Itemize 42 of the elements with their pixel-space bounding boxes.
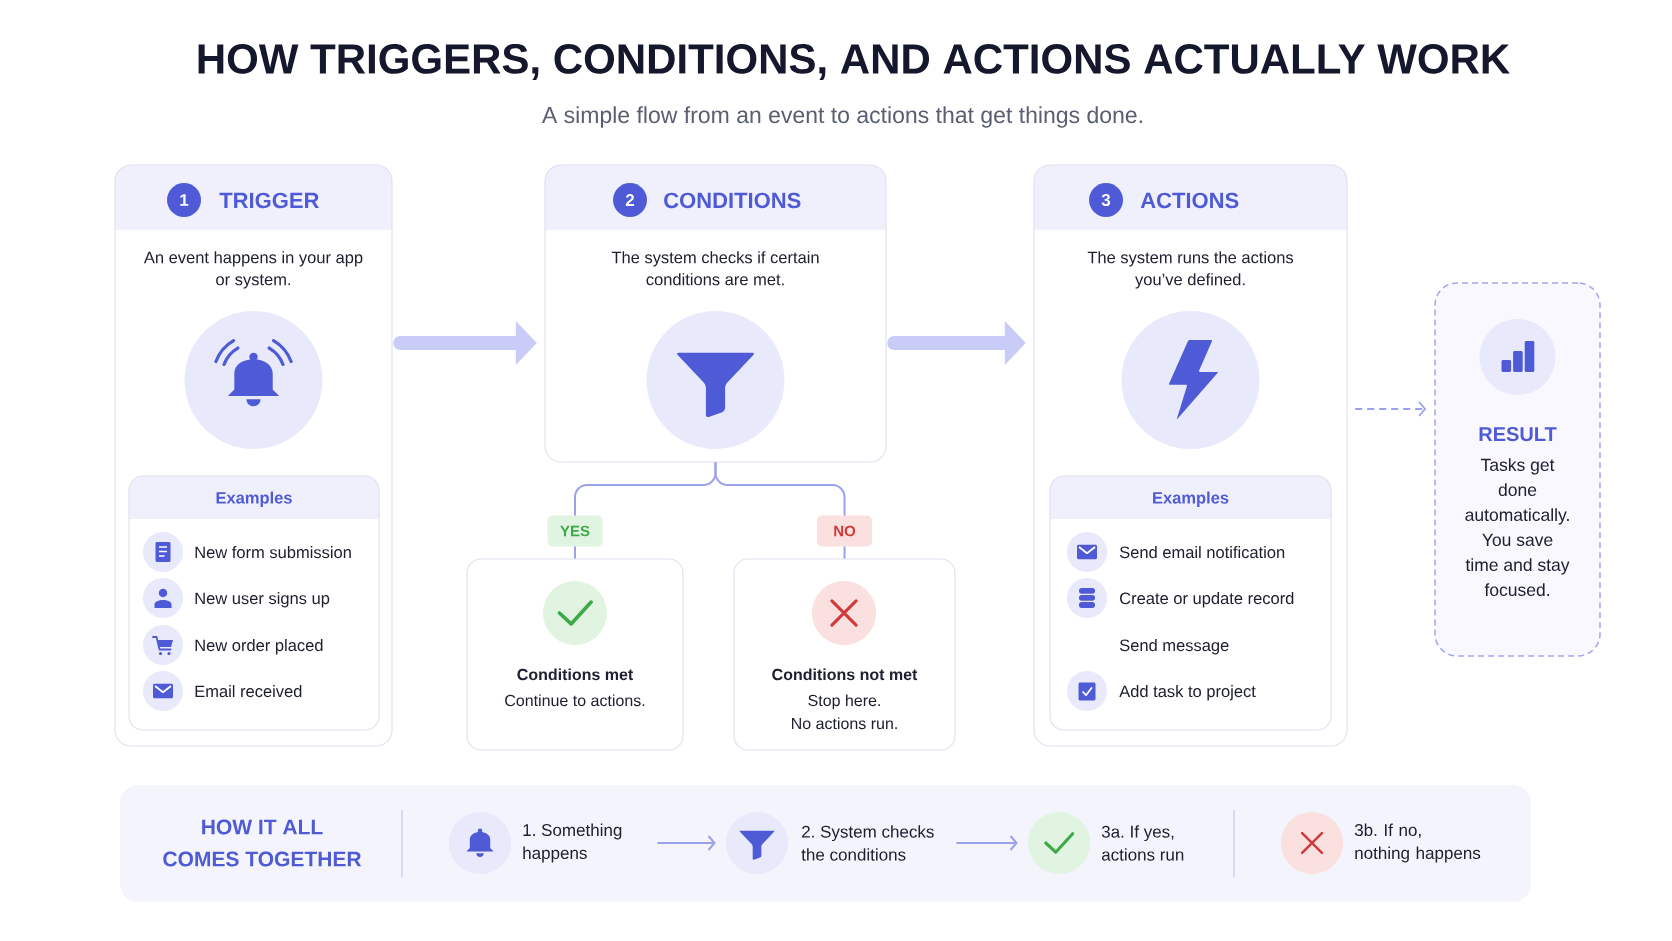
card-description: The system checks if certain conditions are met. [611, 251, 819, 286]
funnel-icon [726, 812, 788, 874]
list-item: Add task to project [1119, 685, 1256, 701]
arrow [955, 835, 1018, 851]
number-badge: 1 [167, 183, 201, 217]
list-item: Send email notification [1119, 546, 1285, 559]
step-text: 3b. If no, nothing happens [1354, 823, 1481, 863]
panel-heading: Examples [1153, 491, 1229, 507]
list-item: New form submission [195, 546, 351, 559]
outcome-title: Conditions met [517, 668, 633, 681]
edge-label: NO [817, 515, 872, 547]
arrow [656, 835, 716, 851]
outcome-text: Stop here. [808, 694, 880, 710]
list-item: New user signs up [195, 592, 330, 608]
list-item: New order placed [195, 639, 323, 655]
band-title: HOW IT ALL COMES TOGETHER [163, 819, 362, 867]
result-text: Tasks get done automatically. You save time and stay focused. [1465, 458, 1570, 597]
step-text: 3a. If yes, actions run [1101, 825, 1184, 861]
card-description: An event happens in your app or system. [143, 251, 363, 289]
bell-icon [449, 812, 511, 874]
subtitle: A simple flow from an event to actions that get things done. [542, 106, 1142, 128]
block-arrow [393, 321, 537, 365]
panel-heading: Examples [216, 491, 292, 507]
card-title: ACTIONS [1140, 192, 1239, 209]
step-text: 1. Something happens [523, 823, 622, 863]
outcome-text: Continue to actions. [505, 694, 645, 707]
title: HOW TRIGGERS, CONDITIONS, AND ACTIONS ACTUALLY WORK [198, 44, 1510, 80]
number-badge: 2 [613, 183, 647, 217]
card-description: The system runs the actions you’ve defined. [1087, 251, 1294, 289]
result-title: RESULT [1479, 427, 1557, 442]
list-item: Create or update record [1120, 592, 1294, 608]
number-badge: 3 [1089, 183, 1123, 217]
dashed-arrow [1354, 401, 1427, 417]
list-item: Send message [1119, 639, 1229, 655]
block-arrow [887, 321, 1026, 365]
step-text: 2. System checks the conditions [801, 825, 934, 861]
edge-label: YES [547, 515, 603, 547]
outcome-text: No actions run. [792, 717, 897, 730]
outcome-title: Conditions not met [772, 668, 918, 681]
list-item: Email received [195, 685, 302, 698]
card-title: TRIGGER [219, 192, 319, 209]
card-title: CONDITIONS [664, 192, 801, 209]
